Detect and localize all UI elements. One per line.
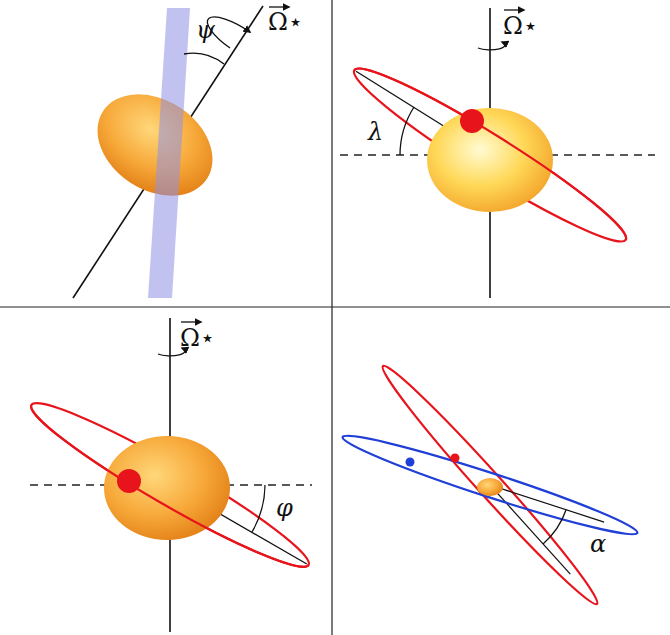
angle-arc: [252, 485, 265, 532]
panel-divider: [0, 306, 670, 307]
spin-axis: [73, 6, 263, 298]
planet: [451, 454, 460, 463]
angle-arc: [400, 107, 414, 155]
angle-label: α: [590, 532, 606, 556]
star: [477, 478, 503, 496]
orbital-plane: [148, 8, 190, 298]
panel-phi: [21, 318, 318, 632]
orbit-front: [21, 405, 308, 582]
spin-axis: [169, 318, 171, 345]
vector-arrow: [504, 9, 524, 10]
panel-lambda: [340, 8, 655, 298]
orbit-front: [354, 53, 636, 240]
planet: [460, 109, 484, 133]
star: [104, 436, 230, 540]
angle-label: λ: [368, 120, 383, 144]
angle-label: ψ: [196, 18, 215, 42]
angle-arc: [543, 510, 566, 544]
orbit-line: [490, 485, 604, 522]
orbit: [344, 53, 637, 256]
orbit: [374, 358, 606, 612]
panel-divider: [331, 0, 332, 635]
planet: [117, 469, 141, 493]
orbit: [21, 388, 318, 583]
angle-label: φ: [276, 496, 293, 520]
vector-arrow: [269, 6, 289, 7]
rotation-label: Ω⋆: [268, 10, 303, 34]
vector-arrow: [181, 321, 201, 322]
angle-arc: [184, 53, 224, 64]
rotation-arrow: [478, 42, 505, 50]
panel-alpha: [339, 358, 641, 612]
planet: [406, 458, 415, 467]
rotation-label: Ω⋆: [503, 14, 538, 38]
orbit: [339, 426, 641, 545]
rotation-label: Ω⋆: [180, 326, 215, 350]
panel-psi: [73, 6, 289, 298]
